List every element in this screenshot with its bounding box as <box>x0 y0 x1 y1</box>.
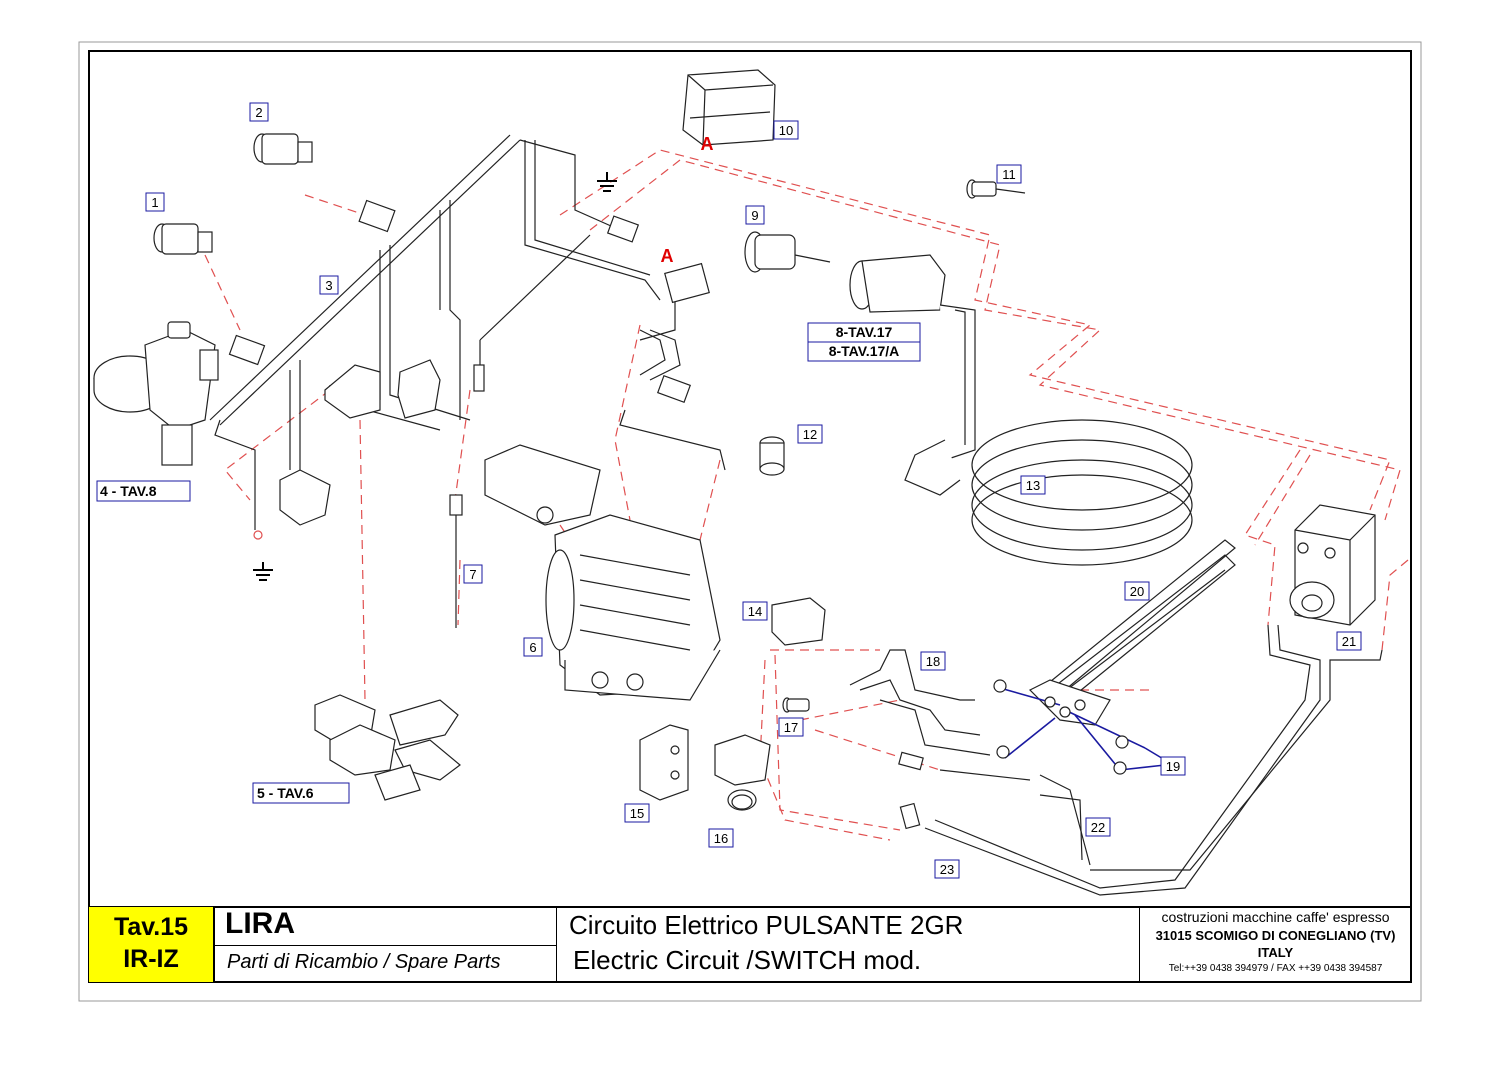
part-label-6: 6 <box>529 640 536 655</box>
part-1-switch <box>153 223 213 255</box>
ground-symbol-left <box>253 562 273 581</box>
description-line2: Electric Circuit /SWITCH mod. <box>573 945 922 975</box>
part-label-7: 7 <box>469 567 476 582</box>
part-label-9: 9 <box>751 208 758 223</box>
label-box-11 <box>996 164 1022 184</box>
manufacturer-address: 31015 SCOMIGO DI CONEGLIANO (TV) <box>1155 928 1396 943</box>
part-7-level-probe <box>449 494 463 628</box>
part-11-terminal <box>966 179 1026 199</box>
part-label-16: 16 <box>714 831 728 846</box>
part-13-coil <box>971 419 1193 566</box>
description-cell: Circuito Elettrico PULSANTE 2GR Electric… <box>557 907 1140 982</box>
part-23-connector <box>898 751 924 830</box>
ref-label-8b: 8-TAV.17/A <box>829 343 900 359</box>
label-box-23 <box>934 859 960 879</box>
drawing-code-line2: IR-IZ <box>123 945 179 973</box>
part-label-3: 3 <box>325 278 332 293</box>
label-box-21 <box>1336 631 1362 651</box>
harness-connectors <box>228 199 710 404</box>
label-box-16 <box>708 828 734 848</box>
label-box-17 <box>778 717 804 737</box>
part-label-18: 18 <box>926 654 940 669</box>
part-label-23: 23 <box>940 862 954 877</box>
model-name: LIRA <box>225 907 295 940</box>
label-box-12 <box>797 424 823 444</box>
manufacturer-country: ITALY <box>1257 945 1294 960</box>
label-box-15 <box>624 803 650 823</box>
part-15-bracket <box>639 724 689 801</box>
ref-label-4: 4 - TAV.8 <box>100 483 157 499</box>
part-8-rotary-switch <box>849 254 976 496</box>
part-label-12: 12 <box>803 427 817 442</box>
part-16-thermostat <box>714 734 771 811</box>
reference-labels: 4 - TAV.8 5 - TAV.6 8-TAV.17 8-TAV.17/A <box>96 322 921 804</box>
ref-label-8a: 8-TAV.17 <box>836 324 893 340</box>
part-9-rotary-knob <box>744 231 831 273</box>
part-5-valve-group <box>314 694 461 801</box>
manufacturer-cell: costruzioni macchine caffe' espresso 310… <box>1140 907 1411 982</box>
label-box-18 <box>920 651 946 671</box>
title-block: Tav.15 IR-IZ LIRA Parti di Ricambio / Sp… <box>89 907 1411 982</box>
part-20-heating-element <box>1028 539 1236 726</box>
label-box-19 <box>1160 756 1186 776</box>
part-21-pressure-switch <box>1289 504 1376 626</box>
label-box-7 <box>463 564 483 584</box>
part-22-23-cables <box>924 624 1383 896</box>
part-label-1: 1 <box>151 195 158 210</box>
connector-mark-a-mid: A <box>661 246 674 266</box>
ground-symbol-top <box>597 172 617 192</box>
label-box-20 <box>1124 581 1150 601</box>
part-19-lugs <box>993 679 1129 775</box>
part-label-19: 19 <box>1166 759 1180 774</box>
drawing-code-line1: Tav.15 <box>113 913 189 941</box>
part-label-15: 15 <box>630 806 644 821</box>
wiring-harness <box>209 134 726 530</box>
part-17-lamp <box>782 697 810 713</box>
label-box-6 <box>523 637 543 657</box>
model-subtitle: Parti di Ricambio / Spare Parts <box>227 951 501 973</box>
part-label-10: 10 <box>779 123 793 138</box>
part-14-switch <box>771 597 826 646</box>
ground-terminal <box>253 530 263 540</box>
label-box-2 <box>249 102 269 122</box>
label-box-3 <box>319 275 339 295</box>
label-box-22 <box>1085 817 1111 837</box>
ref-box-4 <box>96 480 191 502</box>
part-10-control-unit <box>682 69 776 146</box>
description-line1: Circuito Elettrico PULSANTE 2GR <box>569 910 964 940</box>
label-box-13 <box>1020 475 1046 495</box>
part-2-switch <box>253 133 313 165</box>
part-6-pump-motor <box>484 444 721 701</box>
label-box-9 <box>745 205 765 225</box>
part-label-17: 17 <box>784 720 798 735</box>
label-box-1 <box>145 192 165 212</box>
model-cell: LIRA Parti di Ricambio / Spare Parts <box>215 907 557 982</box>
part-4-valve-group <box>93 321 219 466</box>
part-label-2: 2 <box>255 105 262 120</box>
part-labels: 1 2 3 6 7 9 10 11 12 13 14 15 16 17 18 1… <box>145 102 1362 879</box>
harness-valves <box>279 359 441 526</box>
part-label-22: 22 <box>1091 820 1105 835</box>
manufacturer-contact: Tel:++39 0438 394979 / FAX ++39 0438 394… <box>1168 963 1383 974</box>
part-18-cables <box>849 649 991 756</box>
manufacturer-tagline: costruzioni macchine caffe' espresso <box>1161 909 1390 925</box>
part-label-11: 11 <box>1002 167 1016 182</box>
inner-frame <box>88 50 1412 983</box>
connector-mark-a-top: A <box>701 134 714 154</box>
label-box-14 <box>742 601 768 621</box>
label-box-10 <box>773 120 799 140</box>
part-label-14: 14 <box>748 604 762 619</box>
drawing-code: Tav.15 IR-IZ <box>89 907 215 982</box>
ref-box-5 <box>252 782 350 804</box>
ref-label-5: 5 - TAV.6 <box>257 785 314 801</box>
part-label-20: 20 <box>1130 584 1144 599</box>
part-label-13: 13 <box>1026 478 1040 493</box>
part-label-21: 21 <box>1342 634 1356 649</box>
model-divider <box>215 945 556 946</box>
part-12-cable-gland <box>759 436 785 476</box>
outer-frame <box>78 41 1422 1002</box>
